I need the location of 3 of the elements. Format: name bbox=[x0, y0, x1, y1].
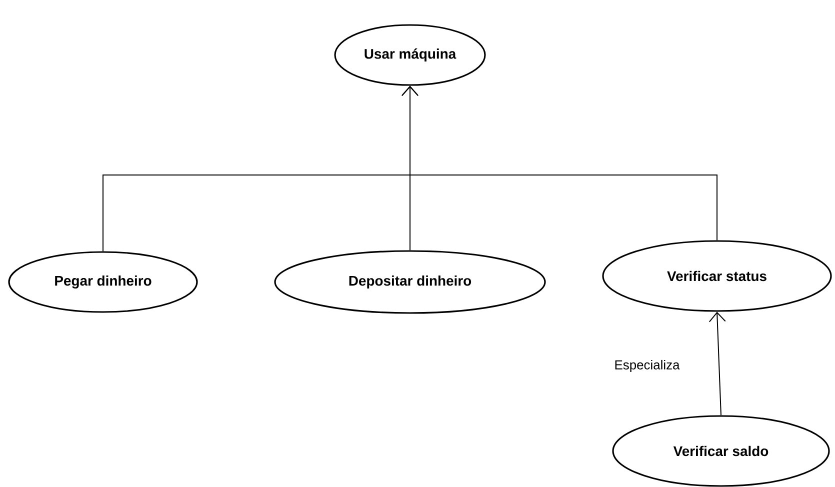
edge-label: Especializa bbox=[615, 360, 680, 372]
arrow bbox=[708, 312, 726, 416]
arrow bbox=[402, 86, 718, 241]
